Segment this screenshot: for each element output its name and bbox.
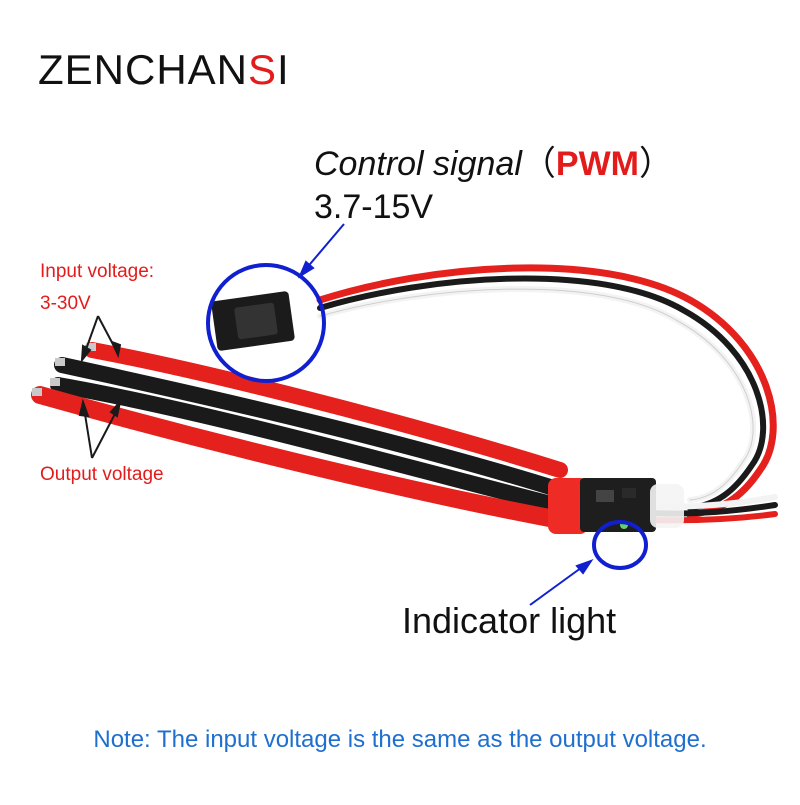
brand-name-end: I — [277, 46, 290, 93]
brand-name-accent: S — [248, 46, 278, 93]
servo-connector — [211, 291, 295, 351]
indicator-callout-circle — [592, 520, 648, 570]
callouts — [206, 263, 648, 570]
brand-name-start: ZENCHAN — [38, 46, 249, 93]
paren-open: （ — [521, 145, 556, 183]
control-signal-label: Control signal — [314, 145, 522, 183]
control-signal-title: Control signal（PWM） — [314, 136, 673, 185]
connector-callout-circle — [206, 263, 326, 383]
input-voltage-title: Input voltage: — [40, 261, 155, 282]
wire-pointer-lines — [78, 315, 122, 459]
input-voltage-label: Input voltage: 3-30V — [40, 256, 154, 320]
note-text: Note: The input voltage is the same as t… — [93, 726, 707, 753]
control-signal-range: 3.7-15V — [314, 188, 434, 226]
indicator-light-label: Indicator light — [402, 600, 617, 641]
output-voltage-label: Output voltage — [40, 464, 164, 485]
arrows — [297, 223, 594, 606]
power-wires — [31, 342, 569, 529]
brand-logo: ZENCHANSI — [38, 46, 290, 94]
pcb-module — [548, 478, 684, 534]
pwm-label: PWM — [555, 145, 639, 183]
input-voltage-range: 3-30V — [40, 293, 91, 314]
paren-close: ） — [638, 145, 673, 183]
